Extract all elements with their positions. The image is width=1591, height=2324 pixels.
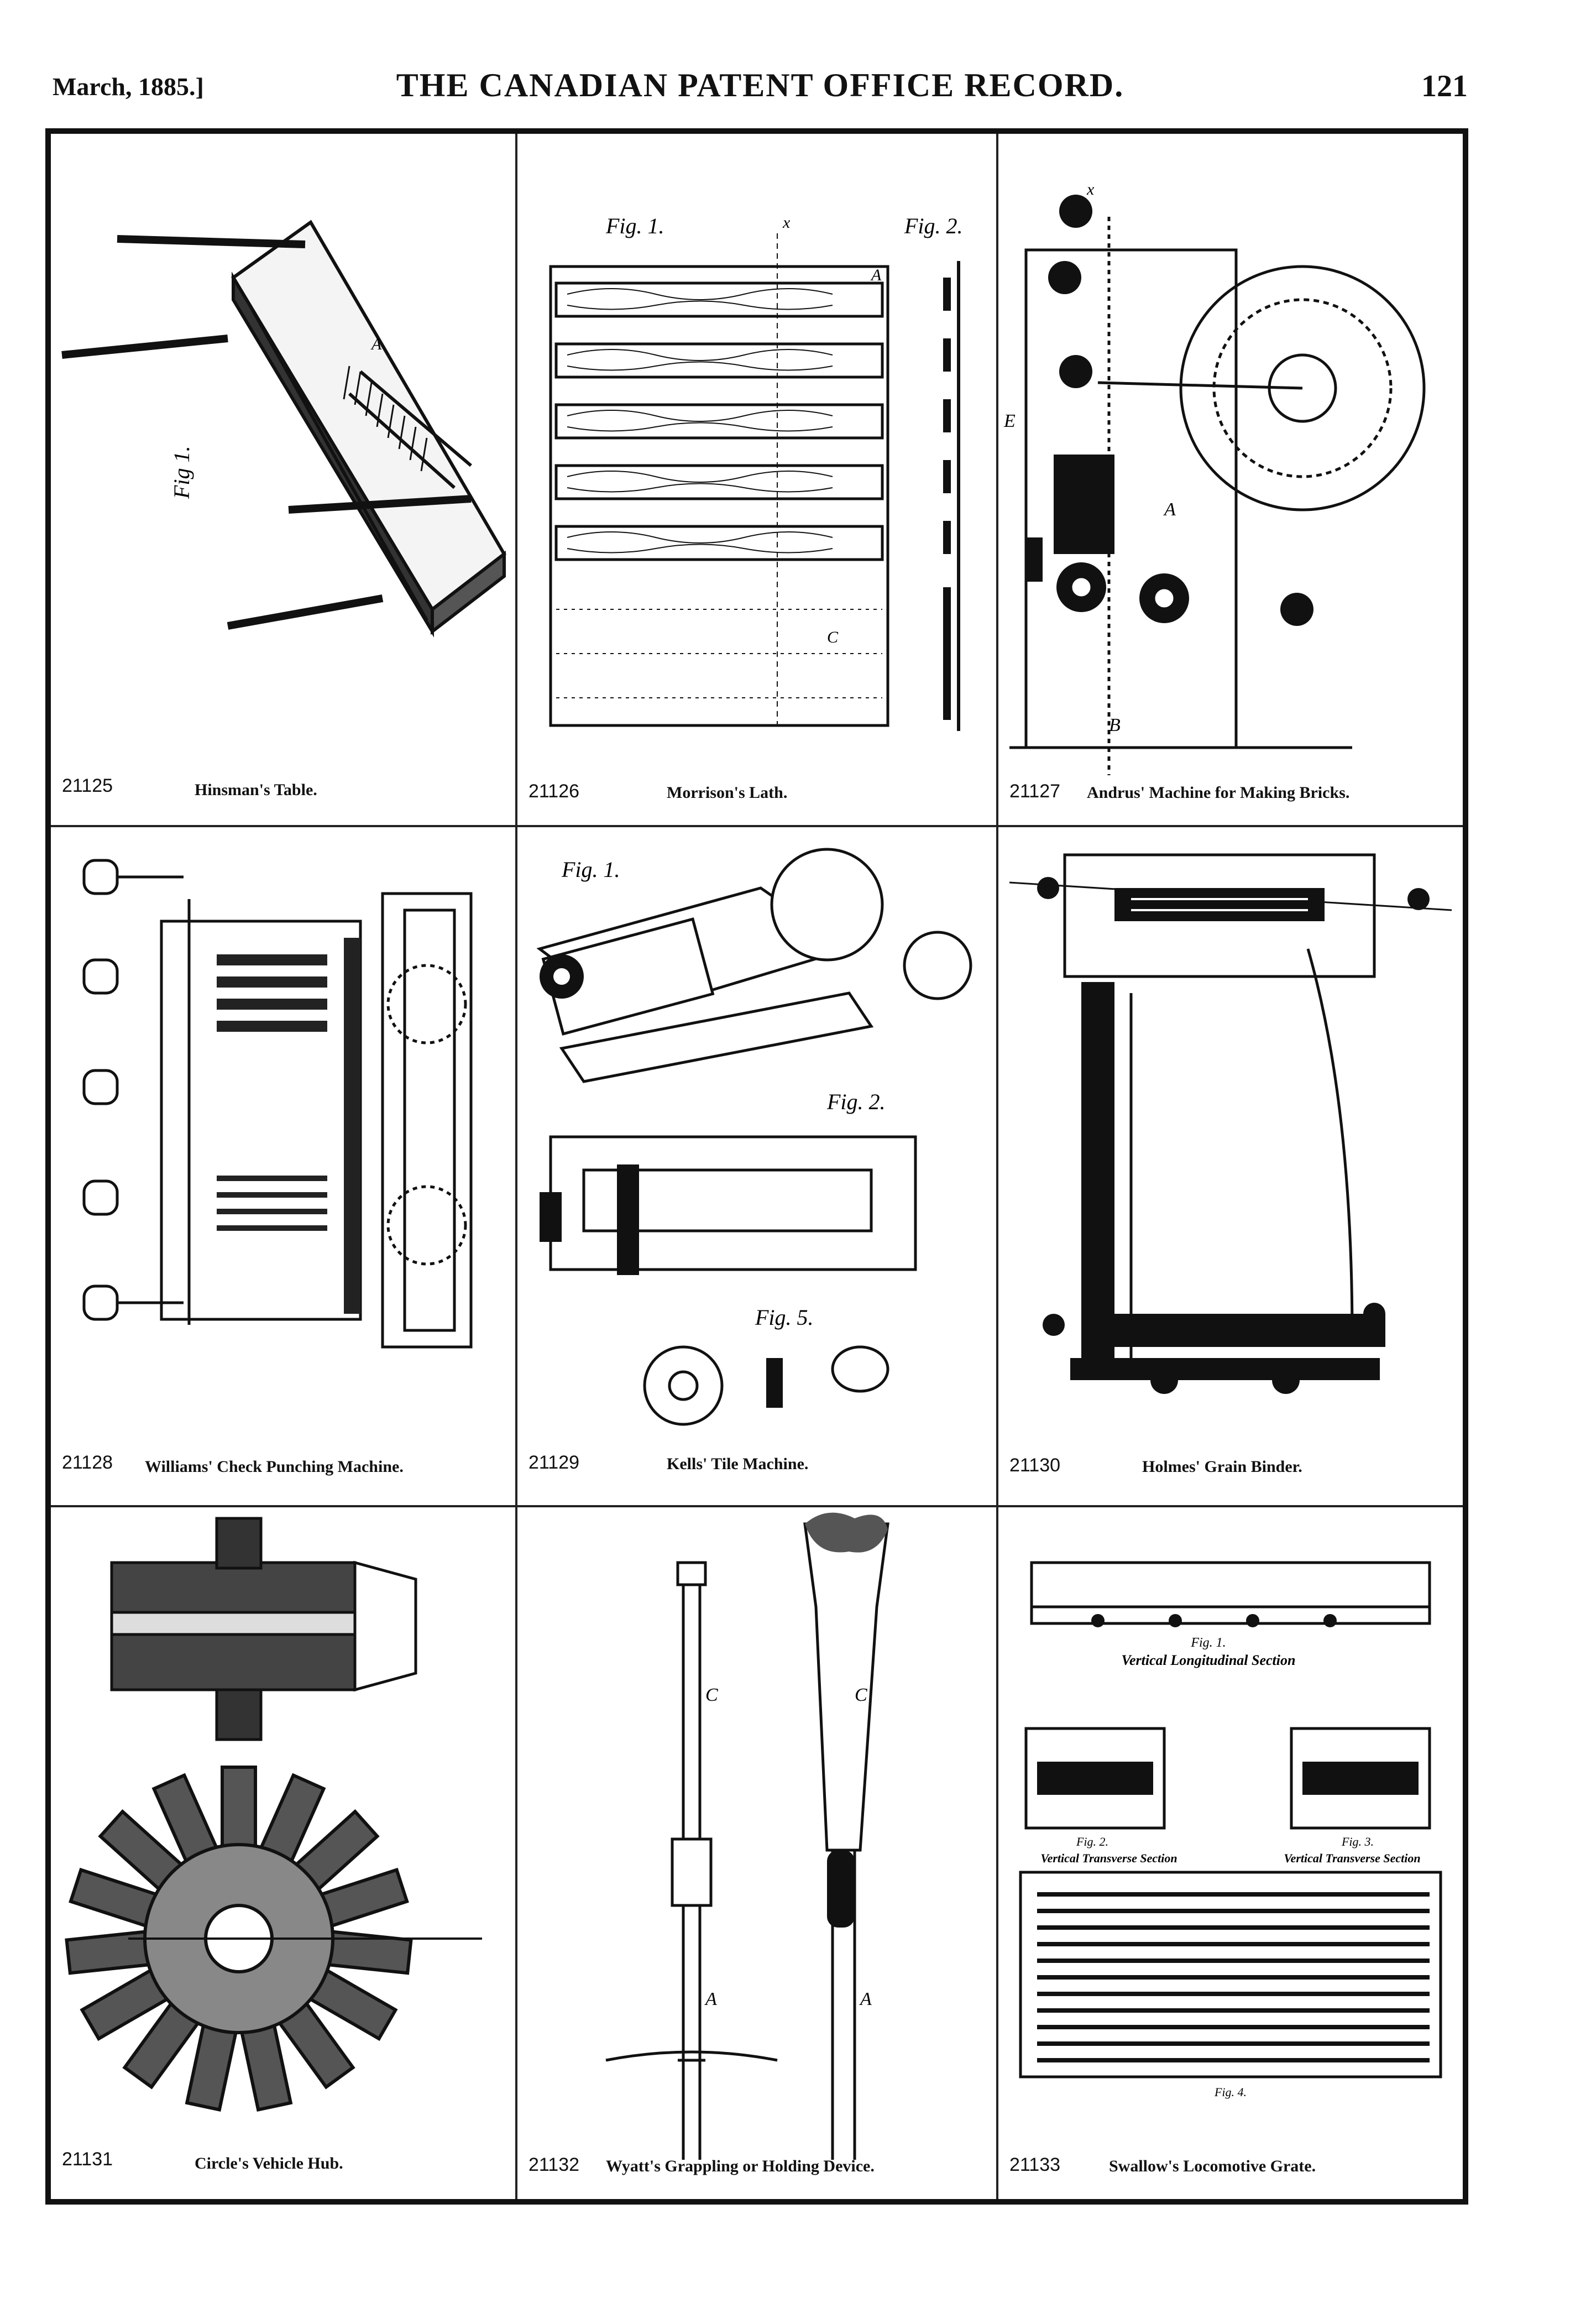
page-header: March, 1885.] THE CANADIAN PATENT OFFICE… xyxy=(53,66,1468,111)
patent-cell-21128: 21128 Williams' Check Punching Machine. xyxy=(51,827,515,1505)
figure-label: C xyxy=(827,628,839,646)
figure-caption: Vertical Transverse Section xyxy=(1284,1851,1420,1865)
table-drawing: Fig 1. A xyxy=(61,220,506,638)
figure-label: A xyxy=(370,335,382,353)
figure-label: Fig. 1. xyxy=(605,213,664,238)
patent-cell-21126: Fig. 1. Fig. 2. xyxy=(517,134,996,825)
patent-title: Wyatt's Grappling or Holding Device. xyxy=(606,2157,875,2175)
locomotive-grate-drawing: Fig. 1. Vertical Longitudinal Section Fi… xyxy=(1019,1561,1442,2099)
figure-label: Fig. 1. xyxy=(561,857,620,882)
patent-title: Circle's Vehicle Hub. xyxy=(195,2154,343,2172)
patent-cell-21129: Fig. 1. Fig. 2. Fig. 5. xyxy=(517,827,996,1505)
figure-label: B xyxy=(1109,715,1121,735)
figure-label: x xyxy=(1086,180,1095,199)
patent-title: Kells' Tile Machine. xyxy=(667,1455,809,1473)
header-title: THE CANADIAN PATENT OFFICE RECORD. xyxy=(396,67,1124,103)
patent-number: 21129 xyxy=(528,1452,580,1473)
patent-number: 21132 xyxy=(528,2154,580,2175)
vehicle-hub-drawing xyxy=(65,1517,482,2112)
punching-machine-drawing xyxy=(82,859,473,1349)
figure-caption: Vertical Transverse Section xyxy=(1040,1851,1177,1865)
patent-cell-21132: C C A A 21132 Wyatt's Grappling or Holdi… xyxy=(517,1507,996,2199)
figure-label: Fig. 2. xyxy=(826,1089,886,1114)
patent-cell-21127: x B A E 21127 Andrus' Machine for Making… xyxy=(998,134,1463,825)
patent-cell-21125: Fig 1. A 21125 Hinsman's Table. xyxy=(51,134,515,825)
figure-label: Fig. 2. xyxy=(904,213,963,238)
brick-machine-drawing: x B A E xyxy=(1003,180,1426,775)
patent-cell-21130: 21130 Holmes' Grain Binder. xyxy=(998,827,1463,1505)
patent-number: 21126 xyxy=(528,781,580,802)
figure-label: A xyxy=(704,1989,717,2009)
patent-number: 21131 xyxy=(62,2149,113,2170)
figure-label: x xyxy=(782,213,791,232)
patent-title: Hinsman's Table. xyxy=(195,781,317,799)
page-number: 121 xyxy=(1421,69,1468,103)
figure-label: Fig. 3. xyxy=(1341,1835,1374,1848)
patent-cell-21131: 21131 Circle's Vehicle Hub. xyxy=(51,1507,515,2199)
figure-label: Fig. 2. xyxy=(1076,1835,1108,1848)
grain-binder-drawing xyxy=(1009,853,1452,1394)
patent-number: 21130 xyxy=(1009,1455,1061,1476)
patent-number: 21127 xyxy=(1009,781,1061,802)
hub-spokes xyxy=(65,1766,413,2112)
lath-drawing: Fig. 1. Fig. 2. xyxy=(549,213,963,731)
figure-label: Fig. 4. xyxy=(1214,2085,1247,2099)
figure-label: E xyxy=(1003,411,1016,431)
row-divider xyxy=(51,825,1463,827)
patent-cell-21133: Fig. 1. Vertical Longitudinal Section Fi… xyxy=(998,1507,1463,2199)
figure-label: A xyxy=(1163,499,1176,520)
column-divider xyxy=(515,134,517,2199)
header-date: March, 1885.] xyxy=(53,72,204,101)
grappling-device-drawing: C C A A xyxy=(605,1512,889,2160)
tile-machine-drawing: Fig. 1. Fig. 2. Fig. 5. xyxy=(536,848,972,1426)
column-divider xyxy=(996,134,998,2199)
patent-number: 21133 xyxy=(1009,2154,1061,2175)
patent-title: Swallow's Locomotive Grate. xyxy=(1109,2157,1316,2175)
row-divider xyxy=(51,1505,1463,1507)
figure-label: Fig. 5. xyxy=(755,1305,814,1330)
figure-label: A xyxy=(870,266,882,284)
patent-title: Williams' Check Punching Machine. xyxy=(145,1458,404,1476)
patent-title: Morrison's Lath. xyxy=(667,784,788,802)
patent-drawings-plate: Fig 1. A 21125 Hinsman's Table. Fig. 1. … xyxy=(45,128,1468,2205)
figure-label: C xyxy=(705,1685,718,1705)
patent-title: Holmes' Grain Binder. xyxy=(1142,1458,1302,1476)
figure-label: Fig 1. xyxy=(169,446,194,499)
patent-number: 21125 xyxy=(62,775,113,796)
figure-label: A xyxy=(859,1989,872,2009)
figure-label: Fig. 1. xyxy=(1190,1636,1226,1650)
patent-title: Andrus' Machine for Making Bricks. xyxy=(1087,784,1350,802)
figure-label: C xyxy=(855,1685,867,1705)
patent-number: 21128 xyxy=(62,1452,113,1473)
figure-caption: Vertical Longitudinal Section xyxy=(1122,1652,1296,1668)
